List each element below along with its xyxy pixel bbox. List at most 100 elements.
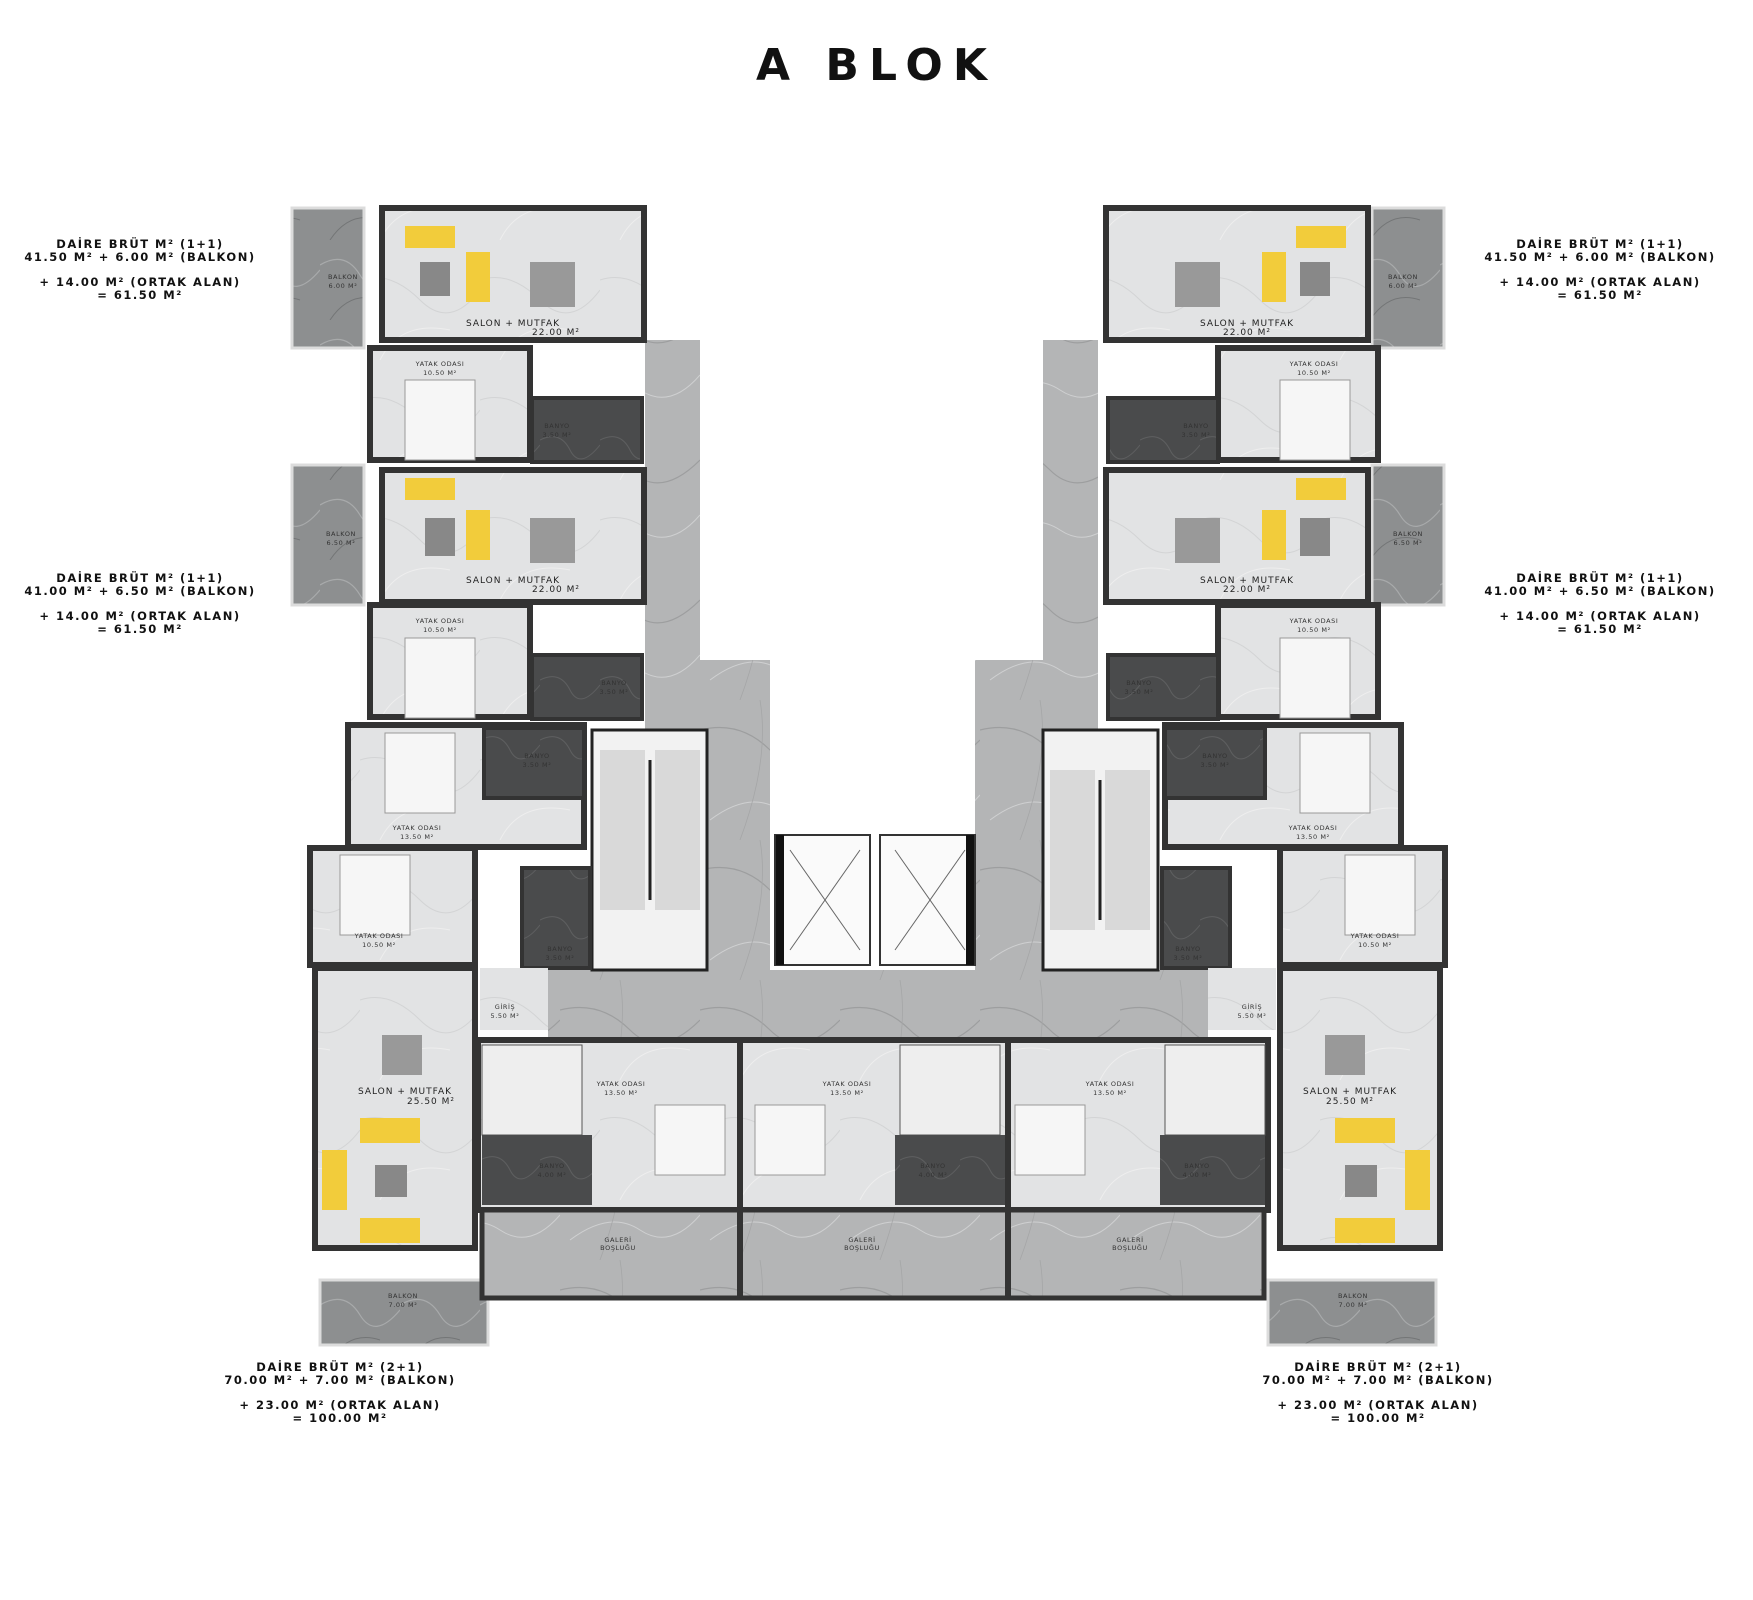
bed — [1014, 1104, 1086, 1176]
room-area: 22.00 M² — [532, 328, 580, 338]
room-name: BOŞLUĞU — [600, 1243, 636, 1252]
room-area: 13.50 M² — [830, 1089, 864, 1097]
room-name: BANYO — [1202, 752, 1228, 760]
room-name: YATAK ODASI — [1085, 1080, 1135, 1088]
unit-info-bottom-right: DAİRE BRÜT M² (2+1) 70.00 M² + 7.00 M² (… — [1248, 1361, 1508, 1425]
unit-type: DAİRE BRÜT M² (1+1) — [56, 237, 224, 251]
room-area: 22.00 M² — [1223, 585, 1271, 595]
sofa — [1296, 478, 1346, 500]
room-area: 10.50 M² — [423, 626, 457, 634]
bed — [1299, 732, 1371, 814]
dining-table — [1325, 1035, 1365, 1075]
bathroom — [520, 866, 592, 970]
room-name: YATAK ODASI — [354, 932, 404, 940]
room-name: YATAK ODASI — [1289, 617, 1339, 625]
main-corridor — [548, 970, 1208, 1040]
room-name: GİRİŞ — [495, 1002, 516, 1011]
room-name: SALON + MUTFAK — [466, 319, 560, 329]
room-area: 3.50 M² — [546, 954, 575, 962]
unit-area: 41.00 M² + 6.50 M² (BALKON) — [1484, 584, 1716, 598]
unit-info-mid-left: DAİRE BRÜT M² (1+1) 41.00 M² + 6.50 M² (… — [15, 572, 265, 636]
balcony — [318, 1278, 490, 1347]
room-name: YATAK ODASI — [415, 360, 465, 368]
room-name: YATAK ODASI — [1288, 824, 1338, 832]
unit-total: = 61.50 M² — [97, 622, 183, 636]
room-area: 4.00 M² — [1183, 1171, 1212, 1179]
spiral-stair — [899, 1044, 1001, 1136]
bathroom — [482, 1135, 592, 1205]
dining-table — [530, 262, 575, 307]
plan-title: A BLOK — [756, 40, 997, 91]
table — [1300, 262, 1330, 296]
table — [1345, 1165, 1377, 1197]
room-name: BALKON — [1338, 1292, 1368, 1300]
unit-common-area: + 14.00 M² (ORTAK ALAN) — [39, 275, 241, 289]
room-name: BALKON — [1388, 273, 1418, 281]
bed — [1344, 854, 1416, 936]
bathroom — [482, 726, 586, 800]
room-name: SALON + MUTFAK — [1200, 319, 1294, 329]
room-name: SALON + MUTFAK — [1303, 1087, 1397, 1097]
bed — [754, 1104, 826, 1176]
unit-common-area: + 14.00 M² (ORTAK ALAN) — [39, 609, 241, 623]
unit-area: 70.00 M² + 7.00 M² (BALKON) — [224, 1373, 456, 1387]
room-area: 13.50 M² — [400, 833, 434, 841]
room-area: 3.50 M² — [1125, 688, 1154, 696]
sofa — [1335, 1118, 1395, 1143]
room-labels: BALKON 6.00 M² BALKON 6.00 M² BALKON 6.5… — [326, 273, 1423, 1309]
room-name: SALON + MUTFAK — [1200, 576, 1294, 586]
sofa — [405, 478, 455, 500]
room-area: 3.50 M² — [1201, 761, 1230, 769]
room-area: 3.50 M² — [1174, 954, 1203, 962]
entrance — [480, 968, 548, 1030]
room-area: 6.50 M² — [1394, 539, 1423, 547]
spiral-stair — [1164, 1044, 1266, 1136]
sofa — [466, 252, 490, 302]
unit-common-area: + 23.00 M² (ORTAK ALAN) — [1277, 1398, 1479, 1412]
sofa — [405, 226, 455, 248]
unit-total: = 100.00 M² — [292, 1411, 388, 1425]
room-name: BALKON — [1393, 530, 1423, 538]
room-name: GALERİ — [1116, 1235, 1143, 1244]
room-area: 3.50 M² — [600, 688, 629, 696]
bathroom — [1163, 726, 1267, 800]
balcony — [290, 463, 366, 607]
room-area: 5.50 M² — [491, 1012, 520, 1020]
room-name: YATAK ODASI — [392, 824, 442, 832]
room-name: BALKON — [326, 530, 356, 538]
unit-left-mid — [290, 463, 647, 721]
room-name: BANYO — [544, 422, 570, 430]
balcony — [1370, 206, 1446, 350]
room-area: 25.50 M² — [1326, 1097, 1374, 1107]
unit-type: DAİRE BRÜT M² (2+1) — [256, 1360, 424, 1374]
duplex-strip — [475, 1037, 1271, 1301]
sofa — [1296, 226, 1346, 248]
room-name: BALKON — [328, 273, 358, 281]
room-area: 13.50 M² — [604, 1089, 638, 1097]
sofa — [466, 510, 490, 560]
room-name: BOŞLUĞU — [1112, 1243, 1148, 1252]
room-area: 10.50 M² — [1358, 941, 1392, 949]
room-area: 22.00 M² — [1223, 328, 1271, 338]
room-area: 3.50 M² — [523, 761, 552, 769]
unit-type: DAİRE BRÜT M² (1+1) — [56, 571, 224, 585]
room-area: 3.50 M² — [543, 431, 572, 439]
room-name: YATAK ODASI — [822, 1080, 872, 1088]
room-name: BANYO — [601, 679, 627, 687]
unit-type: DAİRE BRÜT M² (1+1) — [1516, 237, 1684, 251]
elevator-right — [879, 834, 976, 966]
dining-table — [1175, 262, 1220, 307]
room-area: 6.50 M² — [327, 539, 356, 547]
room-name: BANYO — [1183, 422, 1209, 430]
sofa — [1335, 1218, 1395, 1243]
room-name: GALERİ — [604, 1235, 631, 1244]
dining-table — [382, 1035, 422, 1075]
bed — [1279, 379, 1351, 461]
room-name: BANYO — [1184, 1162, 1210, 1170]
sofa — [1262, 252, 1286, 302]
room-name: GALERİ — [848, 1235, 875, 1244]
room-name: YATAK ODASI — [1289, 360, 1339, 368]
unit-right-mid — [1103, 463, 1446, 721]
unit-info-bottom-left: DAİRE BRÜT M² (2+1) 70.00 M² + 7.00 M² (… — [210, 1361, 470, 1425]
